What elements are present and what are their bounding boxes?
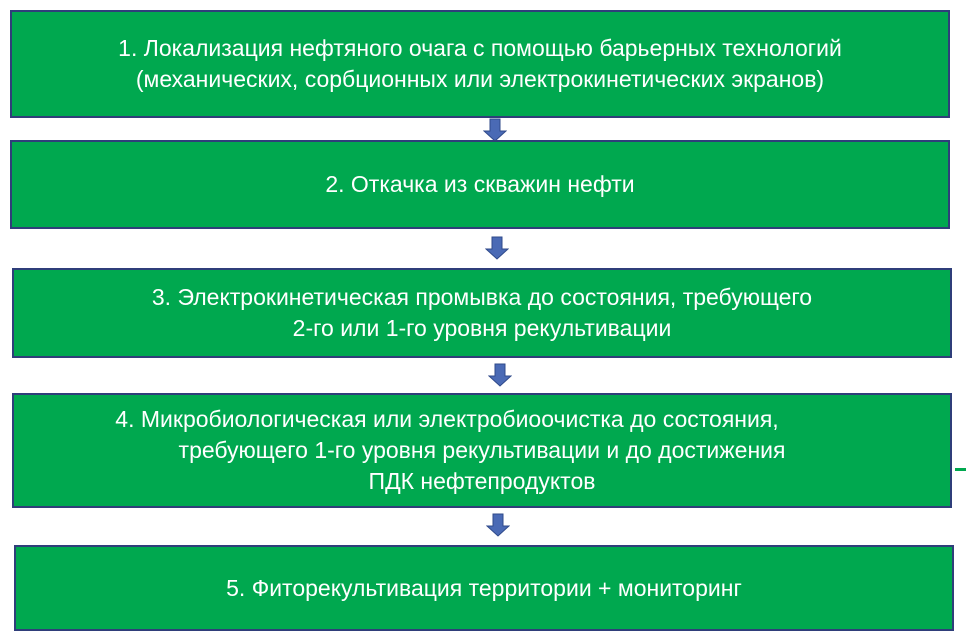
step-1-line-2: (механических, сорбционных или электроки… bbox=[135, 66, 825, 92]
step-1-box: 1. Локализация нефтяного очага с помощью… bbox=[10, 10, 950, 118]
step-3-line-2: 2-го или 1-го уровня рекультивации bbox=[292, 315, 672, 341]
step-4-line-3: ПДК нефтепродуктов bbox=[368, 468, 596, 494]
down-arrow-icon bbox=[488, 363, 512, 387]
step-4-line-1: 4. Микробиологическая или электробиоочис… bbox=[115, 406, 779, 432]
step-5-box: 5. Фиторекультивация территории + монито… bbox=[14, 545, 954, 631]
down-arrow-icon bbox=[486, 513, 510, 537]
connector-tick bbox=[955, 468, 966, 471]
step-2-box: 2. Откачка из скважин нефти bbox=[10, 140, 950, 229]
step-1-line-1: 1. Локализация нефтяного очага с помощью… bbox=[118, 35, 842, 61]
step-4-line-2: требующего 1-го уровня рекультивации и д… bbox=[178, 437, 786, 463]
down-arrow-icon bbox=[485, 236, 509, 260]
down-arrow-icon bbox=[483, 118, 507, 142]
step-3-line-1: 3. Электрокинетическая промывка до состо… bbox=[151, 284, 813, 310]
step-2-line-1: 2. Откачка из скважин нефти bbox=[325, 171, 635, 197]
step-3-box: 3. Электрокинетическая промывка до состо… bbox=[12, 268, 952, 358]
step-4-box: 4. Микробиологическая или электробиоочис… bbox=[12, 393, 952, 508]
step-5-line-1: 5. Фиторекультивация территории + монито… bbox=[226, 574, 742, 601]
